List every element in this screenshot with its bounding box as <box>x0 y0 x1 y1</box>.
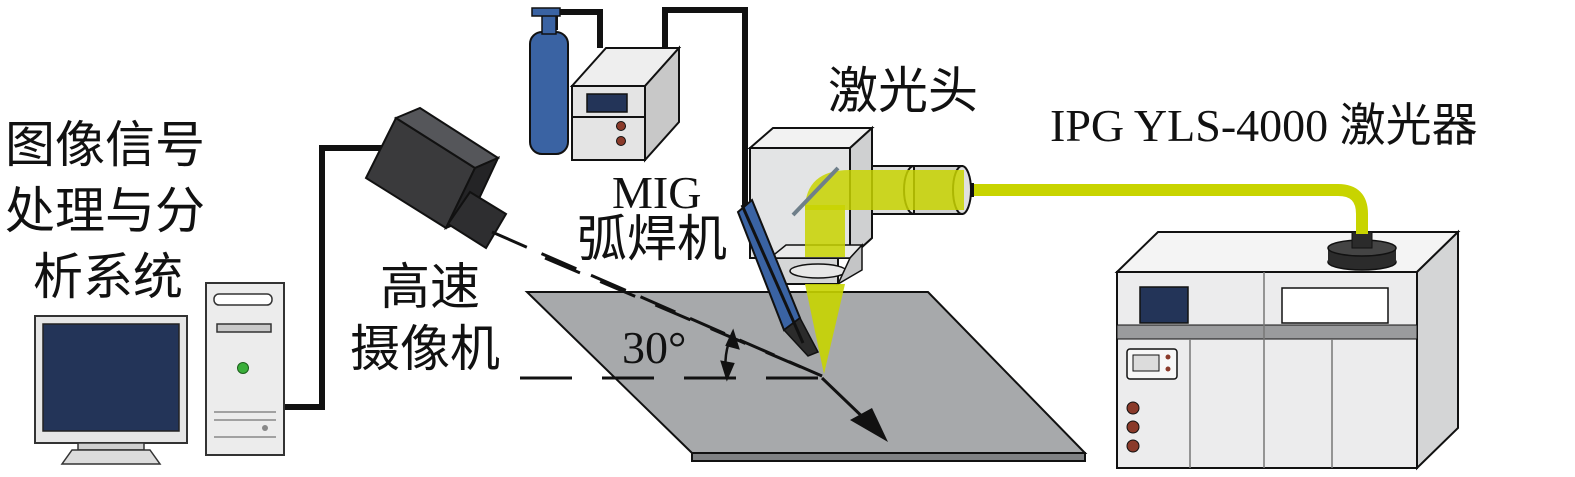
beam-bend <box>805 170 850 210</box>
focus-housing-side <box>836 243 863 286</box>
laser-source-knob <box>1126 401 1140 415</box>
welder-knob <box>616 136 626 146</box>
image-system-label-line3: 析系统 <box>33 248 183 306</box>
monitor-screen <box>42 323 180 432</box>
gas-cylinder <box>529 7 569 155</box>
image-system-label-line2: 处理与分 <box>5 182 205 240</box>
camera-label-line2: 摄像机 <box>350 320 500 378</box>
laser-source-band <box>1116 324 1418 340</box>
image-system-label-line1: 图像信号 <box>5 116 205 174</box>
cylinder-body <box>529 31 569 155</box>
beam-vertical <box>805 205 845 257</box>
monitor <box>34 315 188 465</box>
camera-label-line1: 高速 <box>380 258 480 316</box>
optical-drive <box>213 293 273 306</box>
computer-camera-cable <box>285 145 396 410</box>
pc-tower <box>205 282 285 456</box>
mig-label-en: MIG <box>612 167 702 218</box>
beam-horizontal <box>850 170 964 210</box>
mig-welder <box>569 45 682 163</box>
torch-wire <box>740 204 805 344</box>
laser-source-screen <box>1139 286 1189 324</box>
angle-arrow-bottom <box>720 360 735 382</box>
welder-knob <box>616 121 626 131</box>
laser-source-knob <box>1126 439 1140 453</box>
monitor-stand <box>60 449 162 465</box>
power-led <box>237 362 249 374</box>
camera-sight-lines <box>491 230 823 380</box>
angle-arrow-top <box>725 328 740 350</box>
weld-direction-arrow <box>820 376 888 442</box>
laser-source-top <box>1114 231 1461 273</box>
mig-torch <box>736 198 820 357</box>
high-speed-camera <box>364 106 508 250</box>
indicator-light <box>1165 354 1171 360</box>
direction-arrowhead <box>850 408 888 442</box>
laser-beam <box>791 166 964 374</box>
welder-display <box>586 93 628 113</box>
cylinder-handle <box>531 7 561 17</box>
cylinder-valve <box>541 13 557 35</box>
angle-label: 30° <box>622 322 687 373</box>
indicator-light <box>1165 366 1171 372</box>
sight-line-lower <box>544 256 823 378</box>
workpiece-plate <box>524 291 1088 462</box>
plate-top <box>524 291 1088 454</box>
beam-mirror <box>791 166 840 217</box>
camera-lens <box>446 190 508 250</box>
mig-label-cn: 弧焊机 <box>577 210 727 268</box>
control-display <box>1132 354 1160 372</box>
monitor-neck <box>77 442 145 451</box>
tower-button <box>262 425 268 431</box>
plate-edge <box>691 452 1086 462</box>
fiber-connector-neck <box>1351 231 1373 249</box>
welder-torch-cable <box>662 7 748 210</box>
focus-lens <box>789 263 847 279</box>
laser-source-side <box>1416 229 1459 471</box>
drive-bay <box>216 323 272 333</box>
laser-head-label: 激光头 <box>828 62 978 120</box>
laser-source <box>1114 229 1461 471</box>
beam-focus-cone <box>805 284 845 374</box>
tower-case <box>205 282 285 456</box>
optical-fiber <box>972 184 1368 234</box>
laser-source-label-panel <box>1281 287 1389 324</box>
laser-source-label: IPG YLS-4000 激光器 <box>1050 100 1478 151</box>
laser-source-knob <box>1126 420 1140 434</box>
angle-indicator <box>720 328 740 382</box>
